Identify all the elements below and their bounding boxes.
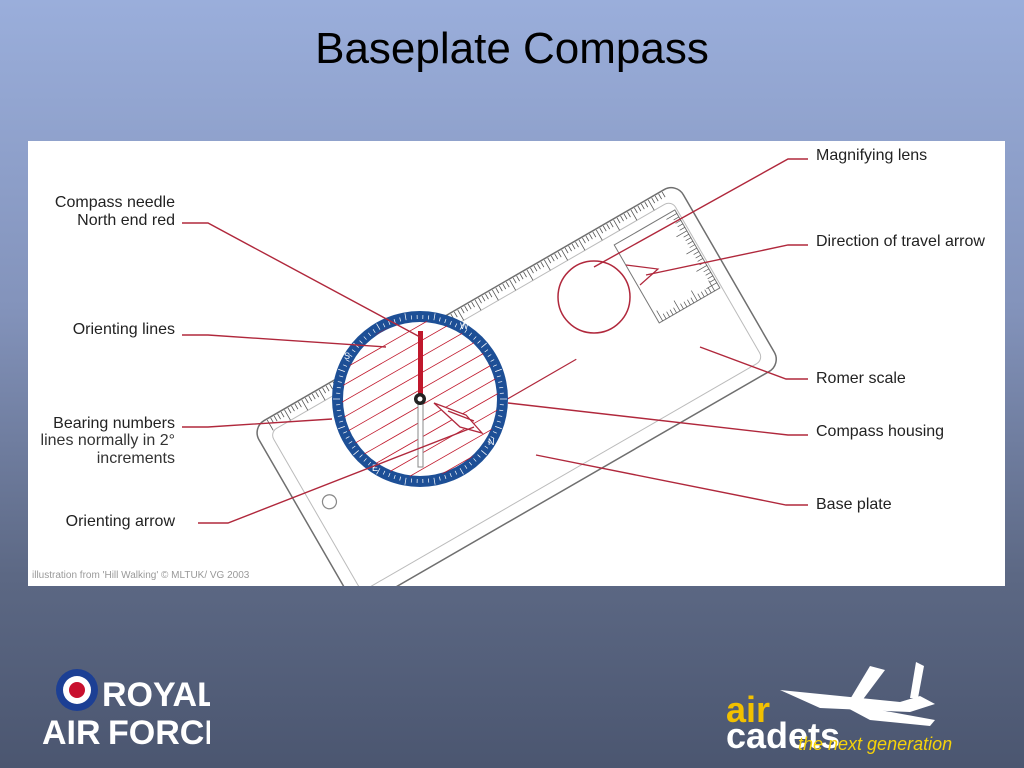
raf-word-royal: ROYAL (102, 676, 210, 714)
needle-north-end (418, 331, 423, 397)
dial-letter-west: W (460, 321, 469, 331)
air-cadets-logo: air cadets the next generation (726, 662, 952, 756)
needle-south-end (417, 402, 424, 468)
illustration-credit: illustration from 'Hill Walking' © MLTUK… (32, 570, 250, 581)
label-compass-housing: Compass housing (816, 423, 944, 440)
cadets-word-air: air (726, 689, 770, 730)
compass-illustration-panel: W S E N Compass needle North end re (28, 141, 1005, 586)
direction-of-travel-arrow (625, 264, 660, 286)
dial-letter-south: S (344, 351, 350, 361)
slide-title: Baseplate Compass (315, 24, 709, 73)
cadets-tagline: the next generation (798, 734, 952, 754)
label-romer-scale: Romer scale (816, 370, 906, 387)
raf-logo: ROYAL AIR FORCE (42, 669, 210, 748)
glider-icon (780, 662, 935, 726)
label-orienting-arrow: Orienting arrow (66, 513, 176, 530)
leader-lines (182, 158, 808, 524)
base-plate (256, 186, 777, 586)
label-magnifying-lens: Magnifying lens (816, 147, 927, 164)
compass-housing: W S E N (332, 311, 508, 487)
orienting-arrow (433, 402, 484, 435)
raf-word-air: AIR (42, 714, 101, 748)
raf-word-force: FORCE (108, 714, 210, 748)
dial-letter-east: E (372, 463, 378, 473)
label-north-end-red: North end red (77, 212, 175, 229)
label-bearing-increments: increments (97, 450, 175, 467)
label-orienting-lines: Orienting lines (73, 321, 175, 338)
bearing-ticks (333, 313, 507, 485)
compass-diagram: W S E N Compass needle North end re (32, 147, 985, 586)
lanyard-hole (321, 494, 338, 510)
magnifying-lens (557, 260, 631, 334)
romer-scale (613, 209, 721, 324)
label-compass-needle: Compass needle (55, 194, 175, 211)
label-direction-of-travel-arrow: Direction of travel arrow (816, 233, 985, 250)
dial-letter-north: N (488, 437, 495, 447)
label-bearing-lines: lines normally in 2° (41, 432, 175, 449)
label-base-plate: Base plate (816, 496, 892, 513)
label-bearing-numbers: Bearing numbers (53, 415, 175, 432)
cadets-word-cadets: cadets (726, 715, 840, 756)
